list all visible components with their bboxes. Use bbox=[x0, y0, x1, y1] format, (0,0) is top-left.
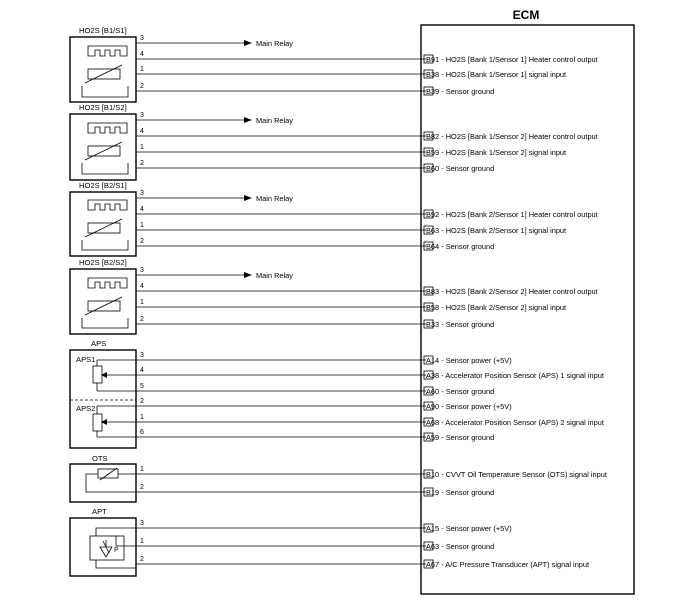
ecm-pin-label: B64 - Sensor ground bbox=[426, 242, 494, 251]
ecm-pins-ho2s-b2s1: B92 - HO2S [Bank 2/Sensor 1] Heater cont… bbox=[423, 209, 598, 251]
ho2s-b1s2-sensor: HO2S [B1/S2] 3 Main Relay 4 1 2 bbox=[69, 103, 426, 181]
ecm-pin-label: A68 - Accelerator Position Sensor (APS) … bbox=[426, 418, 604, 427]
aps2-name: APS2 bbox=[76, 404, 95, 413]
pin-label: 4 bbox=[140, 283, 144, 290]
pin-label: 1 bbox=[140, 414, 144, 421]
ecm-pins-ots: B10 - CVVT Oil Temperature Sensor (OTS) … bbox=[423, 469, 607, 497]
pin-label: 1 bbox=[140, 538, 144, 545]
pin-label: 4 bbox=[140, 206, 144, 213]
ecm-pin-label: A67 - A/C Pressure Transducer (APT) sign… bbox=[426, 560, 589, 569]
pin-label: 3 bbox=[140, 267, 144, 274]
ecm-pin-label: B38 - HO2S [Bank 1/Sensor 1] signal inpu… bbox=[426, 70, 566, 79]
ecm-pin-label: B33 - Sensor ground bbox=[426, 320, 494, 329]
ecm-pin-label: A63 - Sensor ground bbox=[426, 542, 494, 551]
ho2s-b2s2-name: HO2S [B2/S2] bbox=[79, 258, 127, 267]
ho2s-b2s2-sensor: HO2S [B2/S2] 3 Main Relay 4 1 2 bbox=[69, 258, 426, 335]
apt-name: APT bbox=[92, 507, 107, 516]
ecm-pin-label: A38 - Accelerator Position Sensor (APS) … bbox=[426, 371, 604, 380]
pin-label: 2 bbox=[140, 83, 144, 90]
main-relay-label: Main Relay bbox=[256, 194, 293, 203]
ecm-pin-label: B60 - Sensor ground bbox=[426, 164, 494, 173]
ecm-pin-label: B19 - Sensor ground bbox=[426, 488, 494, 497]
pin-label: 2 bbox=[140, 316, 144, 323]
pin-label: 3 bbox=[140, 352, 144, 359]
ots-sensor: OTS 1 2 bbox=[69, 454, 426, 503]
main-relay-label: Main Relay bbox=[256, 116, 293, 125]
ecm-pins-ho2s-b1s1: B91 - HO2S [Bank 1/Sensor 1] Heater cont… bbox=[423, 54, 598, 96]
pin-label: 2 bbox=[140, 556, 144, 563]
pin-label: 1 bbox=[140, 222, 144, 229]
pin-label: 3 bbox=[140, 112, 144, 119]
pin-label: 1 bbox=[140, 299, 144, 306]
ecm-pin-label: A15 - Sensor power (+5V) bbox=[426, 524, 512, 533]
ecm-pin-label: B83 - HO2S [Bank 2/Sensor 2] Heater cont… bbox=[426, 287, 598, 296]
ho2s-b2s1-sensor: HO2S [B2/S1] 3 Main Relay 4 1 2 bbox=[69, 181, 426, 257]
ho2s-b1s2-name: HO2S [B1/S2] bbox=[79, 103, 127, 112]
ho2s-b1s1-name: HO2S [B1/S1] bbox=[79, 26, 127, 35]
ecm-pin-label: B59 - HO2S [Bank 1/Sensor 2] signal inpu… bbox=[426, 148, 566, 157]
apt-sensor: APT P 3 1 2 bbox=[69, 507, 426, 577]
pin-label: 1 bbox=[140, 144, 144, 151]
pin-label: 1 bbox=[140, 466, 144, 473]
pin-label: 2 bbox=[140, 484, 144, 491]
pin-label: 1 bbox=[140, 66, 144, 73]
pin-label: 5 bbox=[140, 383, 144, 390]
ecm-pin-label: B82 - HO2S [Bank 1/Sensor 2] Heater cont… bbox=[426, 132, 598, 141]
aps-name: APS bbox=[91, 339, 106, 348]
ecm-box bbox=[420, 24, 635, 595]
ecm-pin-label: B92 - HO2S [Bank 2/Sensor 1] Heater cont… bbox=[426, 210, 598, 219]
ecm-pin-label: A59 - Sensor ground bbox=[426, 433, 494, 442]
ho2s-b2s1-name: HO2S [B2/S1] bbox=[79, 181, 127, 190]
main-relay-label: Main Relay bbox=[256, 39, 293, 48]
pin-label: 3 bbox=[140, 35, 144, 42]
ecm-pin-label: B39 - Sensor ground bbox=[426, 87, 494, 96]
ecm-pin-label: B63 - HO2S [Bank 2/Sensor 1] signal inpu… bbox=[426, 226, 566, 235]
pin-label: 2 bbox=[140, 160, 144, 167]
ecm-title: ECM bbox=[513, 8, 540, 22]
pin-label: 4 bbox=[140, 128, 144, 135]
ecm-pins-ho2s-b1s2: B82 - HO2S [Bank 1/Sensor 2] Heater cont… bbox=[423, 131, 598, 173]
ho2s-b1s1-sensor: HO2S [B1/S1] 3 Main Relay 4 1 2 bbox=[69, 26, 426, 103]
ecm-pins-apt: A15 - Sensor power (+5V) A63 - Sensor gr… bbox=[423, 523, 589, 569]
apt-element-symbol: P bbox=[114, 547, 119, 554]
pin-label: 4 bbox=[140, 367, 144, 374]
ecm-pin-label: B91 - HO2S [Bank 1/Sensor 1] Heater cont… bbox=[426, 55, 598, 64]
pin-label: 4 bbox=[140, 51, 144, 58]
aps-sensor: APS APS1 APS2 3 4 5 2 1 6 bbox=[69, 339, 426, 449]
ecm-pin-label: B10 - CVVT Oil Temperature Sensor (OTS) … bbox=[426, 470, 607, 479]
ecm-pins-aps: A14 - Sensor power (+5V) A38 - Accelerat… bbox=[423, 355, 604, 442]
pin-label: 6 bbox=[140, 429, 144, 436]
main-relay-label: Main Relay bbox=[256, 271, 293, 280]
aps1-name: APS1 bbox=[76, 355, 95, 364]
ecm-pins-ho2s-b2s2: B83 - HO2S [Bank 2/Sensor 2] Heater cont… bbox=[423, 286, 598, 329]
ecm-pin-label: A90 - Sensor power (+5V) bbox=[426, 402, 512, 411]
ots-name: OTS bbox=[92, 454, 108, 463]
pin-label: 3 bbox=[140, 190, 144, 197]
pin-label: 2 bbox=[140, 238, 144, 245]
ecm-pin-label: A14 - Sensor power (+5V) bbox=[426, 356, 512, 365]
pin-label: 3 bbox=[140, 520, 144, 527]
ecm-pin-label: A60 - Sensor ground bbox=[426, 387, 494, 396]
ecm-pin-label: B58 - HO2S [Bank 2/Sensor 2] signal inpu… bbox=[426, 303, 566, 312]
pin-label: 2 bbox=[140, 398, 144, 405]
